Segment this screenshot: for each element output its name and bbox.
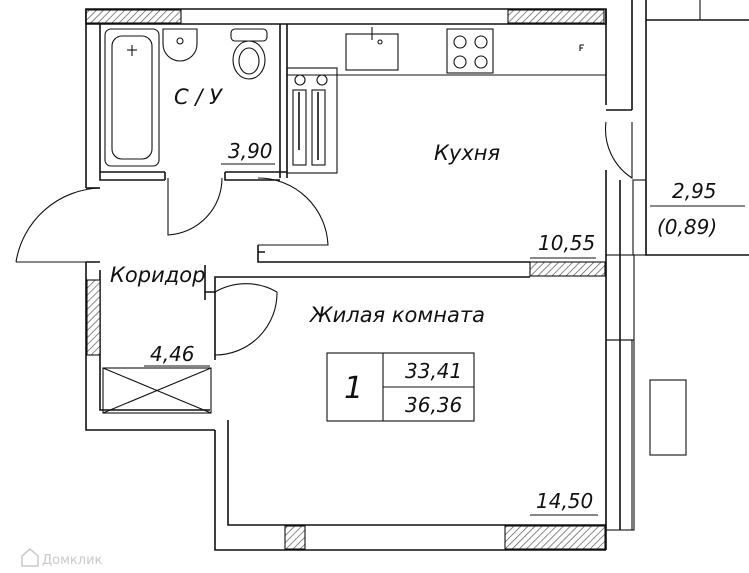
washing-machine <box>286 67 338 174</box>
bathtub <box>104 28 160 167</box>
radiator-box <box>649 379 687 456</box>
bathroom-area: 3,90 <box>228 139 273 163</box>
living-room-area: 14,50 <box>536 489 593 513</box>
exterior-walls <box>85 0 749 551</box>
watermark: Домклик <box>21 548 103 568</box>
kitchen-area: 10,55 <box>538 231 595 255</box>
window-right-2 <box>605 339 635 531</box>
wall-hatch-top-right <box>507 9 605 24</box>
doors <box>15 121 633 356</box>
area-summary-box: 1 33,41 36,36 <box>326 352 475 422</box>
rooms-count: 1 <box>344 371 363 406</box>
corridor-area: 4,46 <box>150 342 195 366</box>
room-labels: С / У 3,90 Кухня 10,55 2,95 (0,89) Корид… <box>110 85 745 516</box>
living-room-label: Жилая комната <box>308 303 485 327</box>
balcony-door <box>632 179 647 256</box>
kitchen-label: Кухня <box>434 141 500 165</box>
kitchen-counter <box>287 27 606 76</box>
wall-hatch-top-left <box>85 9 182 24</box>
wall-hatch-bottom-2 <box>504 525 606 550</box>
living-total-area: 33,41 <box>405 359 462 383</box>
watermark-text: Домклик <box>42 553 103 568</box>
wall-hatch-kitchen-living <box>529 261 606 277</box>
toilet <box>230 28 268 80</box>
wall-hatch-left <box>86 279 101 356</box>
washbasin <box>162 28 198 62</box>
balcony-area: 2,95 <box>672 179 717 203</box>
total-area: 36,36 <box>405 393 462 417</box>
house-icon <box>21 548 39 567</box>
interior-walls <box>86 24 606 360</box>
wardrobe <box>102 367 212 414</box>
wall-hatch-bottom-1 <box>284 525 306 550</box>
bathroom-label: С / У <box>174 85 223 109</box>
balcony-area-reduced: (0,89) <box>657 215 717 239</box>
corridor-label: Коридор <box>110 263 205 287</box>
